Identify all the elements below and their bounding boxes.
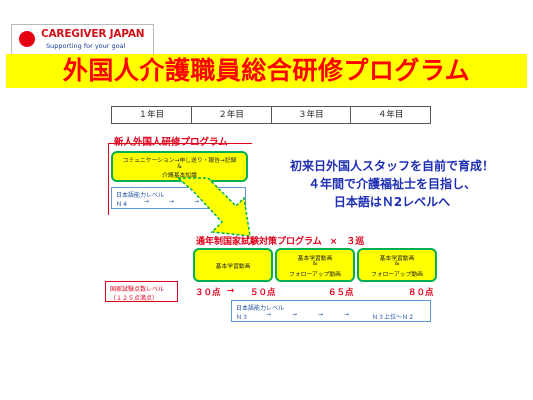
training-box-communication: コミュニケーション→申し送り・報告→記録 & 介護基本知識 <box>111 151 248 182</box>
box-line: & <box>312 261 318 267</box>
arrow-right-icon: → <box>318 311 324 318</box>
arrow-right-icon: → <box>344 311 350 318</box>
study-box-3: 基本学習動画 & フォローアップ動画 <box>357 248 437 282</box>
company-logo: CAREGIVER JAPAN Supporting for your goal <box>11 24 154 55</box>
message-line: 初来日外国人スタッフを自前で育成！ <box>289 159 494 173</box>
arrow-right-icon: → <box>169 198 175 205</box>
year-cell-2: ２年目 <box>192 107 272 123</box>
page-title: 外国人介護職員総合研修プログラム <box>62 56 471 85</box>
section1-heading: 新人外国人研修プログラム <box>114 137 228 148</box>
section1-bracket <box>108 143 252 215</box>
score-label-line: 国家試験点数レベル <box>110 286 165 293</box>
exam-score-label-box: 国家試験点数レベル （１２５点満点） <box>105 281 178 302</box>
year-cell-3: ３年目 <box>272 107 352 123</box>
score-label-line: （１２５点満点） <box>110 295 159 302</box>
message-line: ４年間で介護福祉士を目指し、 <box>307 177 476 191</box>
box-line: 基本学習動画 <box>297 256 333 262</box>
box-line: 基本学習動画 <box>215 264 251 270</box>
score-year-1: ３０点 <box>195 288 221 298</box>
box-line: & <box>177 164 182 170</box>
program-message: 初来日外国人スタッフを自前で育成！ ４年間で介護福祉士を目指し、 日本語はＮ2レ… <box>258 157 526 211</box>
box-line: & <box>394 261 400 267</box>
arrow-right-icon: → <box>194 198 200 205</box>
study-box-1: 基本学習動画 <box>193 248 273 282</box>
arrow-right-icon: → <box>266 311 272 318</box>
jlpt-from-level: Ｎ４ <box>116 201 129 208</box>
box-line: コミュニケーション→申し送り・報告→記録 <box>122 158 237 164</box>
arrow-right-icon: → <box>227 286 235 296</box>
box-line: 介護基本知識 <box>162 173 197 179</box>
year-timeline-table: １年目 ２年目 ３年目 ４年目 <box>111 106 431 124</box>
box-line: 基本学習動画 <box>379 256 415 262</box>
score-year-2: ５０点 <box>250 288 276 298</box>
score-year-3: ６５点 <box>328 288 354 298</box>
title-banner: 外国人介護職員総合研修プログラム <box>6 54 527 88</box>
jlpt-label: 日本語能力レベル <box>236 305 285 312</box>
study-box-2: 基本学習動画 & フォローアップ動画 <box>275 248 355 282</box>
logo-name: CAREGIVER JAPAN <box>41 28 145 40</box>
box-line: フォローアップ動画 <box>371 272 423 278</box>
year-cell-4: ４年目 <box>377 110 404 120</box>
box-line: フォローアップ動画 <box>289 272 341 278</box>
arrow-right-icon: → <box>292 311 298 318</box>
section2-heading: 通年制国家試験対策プログラム × ３巡 <box>196 234 364 247</box>
message-line: 日本語はＮ2レベルへ <box>333 195 451 209</box>
jlpt-from-level: Ｎ３ <box>236 314 249 321</box>
jlpt-level-box-2: 日本語能力レベル Ｎ３ → → → → Ｎ３上位～Ｎ２ <box>231 300 431 322</box>
arrow-right-icon: → <box>144 198 150 205</box>
jlpt-to-level: Ｎ３上位～Ｎ２ <box>372 314 415 321</box>
logo-tagline: Supporting for your goal <box>46 42 126 50</box>
diagonal-arrow-icon <box>176 177 251 237</box>
logo-red-dot-icon <box>19 31 35 47</box>
section2-heading-text: 通年制国家試験対策プログラム <box>196 237 322 247</box>
year-cell-1: １年目 <box>112 107 192 123</box>
jlpt-label: 日本語能力レベル <box>116 192 165 199</box>
score-year-4: ８０点 <box>408 288 434 298</box>
section2-repeat-count: × ３巡 <box>329 237 365 247</box>
